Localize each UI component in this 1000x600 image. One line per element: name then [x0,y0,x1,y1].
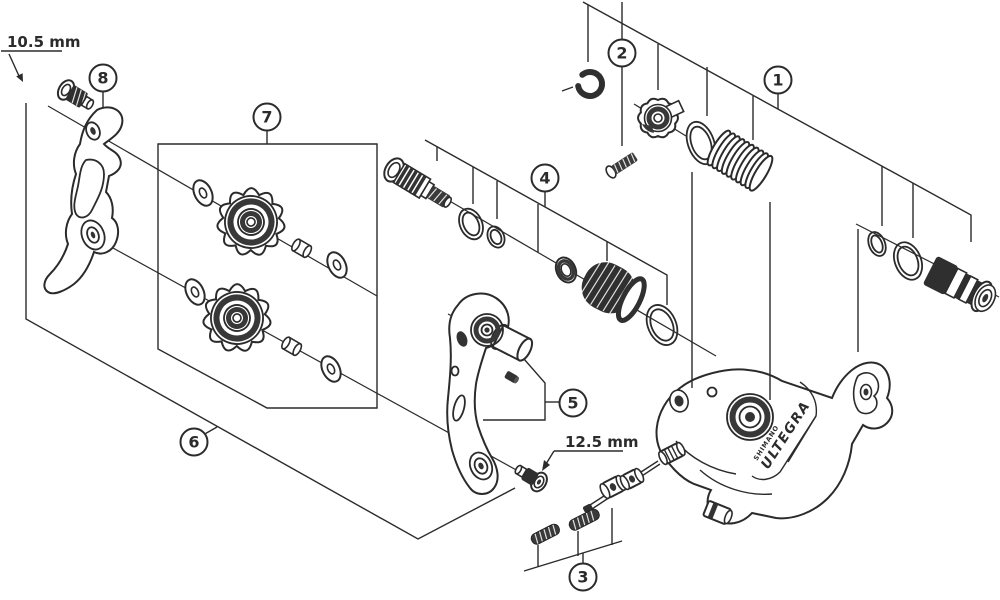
cable-fixing-bolt [530,523,561,545]
callout-5: 5 [558,388,588,418]
b-tension-stud [504,371,519,384]
cable-adjusting-barrel [658,441,686,466]
svg-text:8: 8 [97,69,108,88]
spring-cover-plate [637,97,685,139]
pulley-bushing [281,336,303,357]
callout-6: 6 [179,427,209,457]
cable-assembly [583,441,686,513]
guide-pulley [216,187,286,256]
spring-fixing-bolt [605,152,638,179]
washer [320,355,342,383]
outer-plate-upper-hole [85,121,101,141]
spring-bushing [554,256,578,284]
o-ring [893,241,923,281]
svg-text:6: 6 [188,433,199,452]
e-clip [575,69,605,99]
leader-lines [25,1,972,572]
o-ring [458,207,484,241]
inner-plate-assembly [446,292,534,495]
arrow-down-left-icon [542,460,550,471]
svg-text:4: 4 [539,169,550,188]
pulley-bushing [291,238,313,259]
cable-clamp-piece [619,467,645,491]
svg-text:7: 7 [261,108,272,127]
svg-text:5: 5 [567,394,578,413]
o-ring [486,225,506,249]
callouts: 1 2 3 4 5 6 7 8 [88,38,793,592]
callout-1: 1 [763,65,793,95]
measurement-12-5: 12.5 mm [542,433,639,471]
assembly-connector-lines [691,172,859,400]
b-axle-bolt [383,157,452,208]
pulley-box [157,143,378,409]
outer-plate-lower-boss [80,219,106,251]
washer [184,278,206,306]
b-tension-screw-foot [702,500,733,525]
measurement-10-5: 10.5 mm [1,33,81,82]
o-ring-small [867,231,887,257]
plate-bolt-12-5 [514,464,548,493]
callout-3: 3 [568,562,598,592]
plate-pivot-hub [470,313,504,347]
callout-4: 4 [530,163,560,193]
main-spring [706,129,774,192]
plate-stopper-bolt-10-5 [56,79,95,110]
body-pivot-bearing [726,393,774,441]
b-axle-unit [923,256,997,313]
callout-8: 8 [88,63,118,93]
tension-pulley [202,283,272,352]
callout-2: 2 [607,38,637,68]
arrow-down-icon [16,73,23,82]
o-ring-large [645,304,679,346]
outer-plate [43,106,124,295]
cable-fixing-bolt [568,508,600,531]
brand-panel [751,381,818,481]
svg-text:3: 3 [577,568,588,587]
inner-plate-hole-boss [468,451,494,481]
washer [192,179,214,207]
pulley-set [184,179,348,383]
p-tension-spring [577,258,647,323]
label-12-5-mm: 12.5 mm [565,433,639,451]
washer [326,251,348,279]
derailleur-body: SHIMANO ULTEGRA [655,361,894,525]
callout-7: 7 [252,102,282,132]
b-knuckle-hook [852,372,880,415]
svg-text:1: 1 [772,71,783,90]
svg-text:2: 2 [616,44,627,63]
label-10-5-mm: 10.5 mm [7,33,81,51]
